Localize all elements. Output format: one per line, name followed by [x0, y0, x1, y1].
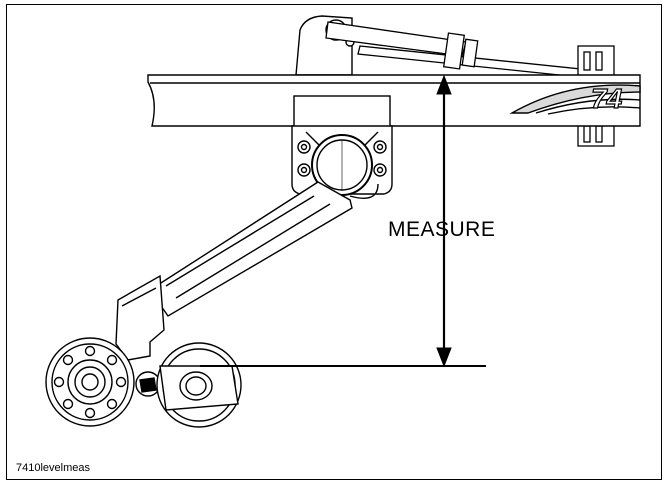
right-mount-bracket — [577, 45, 615, 147]
figure-caption: 7410levelmeas — [16, 462, 90, 474]
gauge-wheel — [156, 342, 242, 428]
hydraulic-cylinder — [325, 21, 591, 79]
lift-arm — [115, 181, 379, 361]
main-cross-beam — [147, 74, 641, 127]
center-mount-plate — [291, 95, 393, 196]
bolt-icon-group — [297, 140, 387, 177]
arrow-down-icon — [436, 347, 452, 368]
measure-label: MEASURE — [388, 218, 496, 241]
measure-indicator — [200, 74, 486, 368]
wheel-hub — [45, 337, 135, 427]
model-badge-text: 74 — [591, 83, 623, 114]
arrow-up-icon — [436, 74, 452, 95]
hub-bolt-icons — [53, 345, 127, 419]
